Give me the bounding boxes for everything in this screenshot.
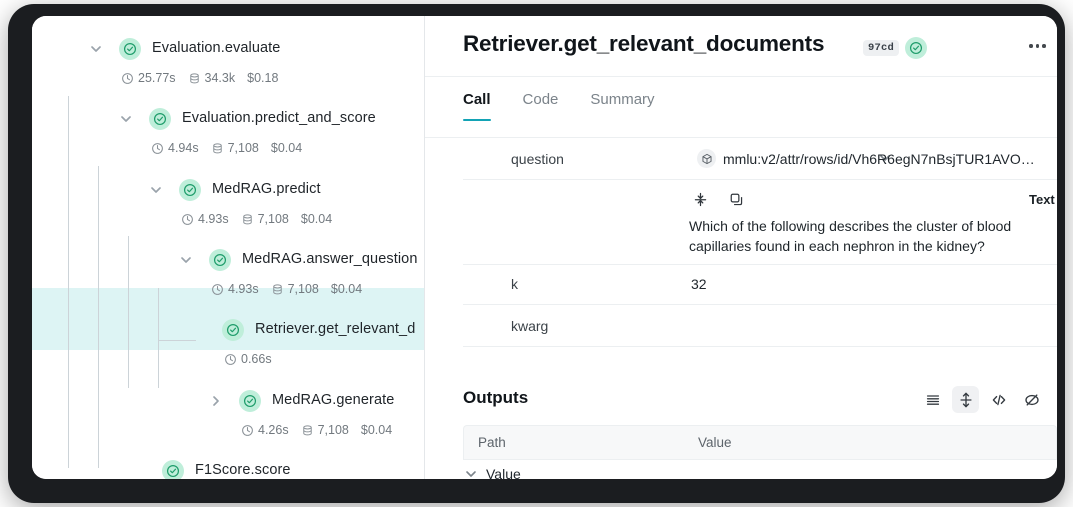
duration-value: 4.93s [198, 212, 229, 226]
hash-badge[interactable]: 97cd [863, 40, 900, 56]
more-options-icon[interactable] [1029, 44, 1046, 48]
tree-node-label: MedRAG.predict [212, 181, 321, 197]
detail-tabs[interactable]: Call Code Summary [463, 91, 655, 121]
trace-tree-panel[interactable]: Evaluation.evaluate 25.77s 34.3k $0.18 E… [32, 16, 424, 479]
input-row-divider [463, 346, 1057, 347]
input-key-kwarg: kwarg [511, 318, 549, 334]
column-header-path: Path [478, 435, 506, 450]
tabs-divider [425, 137, 1057, 138]
tree-node-label: F1Score.score [195, 462, 291, 478]
tree-toggle-medrag-answer-question[interactable] [178, 252, 194, 268]
tab-summary[interactable]: Summary [590, 91, 655, 108]
tree-node-label: Retriever.get_relevant_d [255, 321, 416, 337]
tokens-value: 34.3k [204, 71, 236, 85]
status-success-icon [222, 319, 244, 341]
tree-node-label: Evaluation.predict_and_score [182, 110, 376, 126]
tree-toggle-medrag-generate[interactable] [208, 393, 224, 409]
status-success-icon [209, 249, 231, 271]
outputs-row-path: Value [486, 466, 521, 479]
status-success-icon [119, 38, 141, 60]
tree-node-metrics: 4.26s 7,108 $0.04 [241, 423, 392, 437]
duration-value: 4.93s [228, 282, 259, 296]
tree-node-metrics: 25.77s 34.3k $0.18 [121, 71, 278, 85]
detail-panel: Retriever.get_relevant_documents 97cd Ca… [425, 16, 1057, 479]
tokens-value: 7,108 [317, 423, 349, 437]
input-value-k: 32 [691, 276, 707, 292]
status-success-icon [162, 460, 184, 479]
status-success-icon [179, 179, 201, 201]
input-content-text: Which of the following describes the clu… [689, 218, 1012, 254]
tree-node-metrics: 4.94s 7,108 $0.04 [151, 141, 302, 155]
cost-value: $0.04 [300, 212, 333, 226]
status-success-icon [905, 37, 927, 59]
cube-icon [697, 149, 716, 168]
tree-node-label: MedRAG.generate [272, 392, 395, 408]
tree-guide-line [128, 236, 129, 388]
tree-node-metrics: 4.93s 7,108 $0.04 [211, 282, 362, 296]
code-view-icon[interactable] [985, 386, 1012, 413]
app-card: Evaluation.evaluate 25.77s 34.3k $0.18 E… [32, 16, 1057, 479]
tree-elbow [158, 340, 196, 341]
list-view-icon[interactable] [919, 386, 946, 413]
cost-value: $0.04 [330, 282, 363, 296]
hide-icon[interactable] [1018, 386, 1045, 413]
outputs-row-divider [463, 459, 1057, 460]
tokens-value: 7,108 [287, 282, 319, 296]
cost-value: $0.04 [360, 423, 393, 437]
tree-toggle-evaluation-predict-and-score[interactable] [118, 111, 134, 127]
duration-value: 4.26s [258, 423, 289, 437]
device-frame: Evaluation.evaluate 25.77s 34.3k $0.18 E… [8, 4, 1065, 503]
outputs-table-header: Path Value [463, 425, 1057, 459]
tree-node-metrics: 4.93s 7,108 $0.04 [181, 212, 332, 226]
outputs-view-tools[interactable] [919, 386, 1045, 413]
input-ref-value[interactable]: mmlu:v2/attr/rows/id/Vh6R6egN7nBsjTUR1AV… [697, 149, 1035, 168]
column-header-value: Value [698, 435, 732, 450]
input-key-question: question [511, 151, 564, 167]
input-row-divider [463, 304, 1057, 305]
duration-value: 25.77s [138, 71, 176, 85]
outputs-row-toggle-icon[interactable] [463, 466, 479, 479]
outputs-heading: Outputs [463, 388, 529, 407]
tree-node-label: MedRAG.answer_question [242, 251, 418, 267]
header-divider [425, 76, 1057, 77]
input-row-divider [463, 179, 1057, 180]
tokens-value: 7,108 [257, 212, 289, 226]
tab-call[interactable]: Call [463, 91, 491, 121]
tree-node-label: Evaluation.evaluate [152, 40, 281, 56]
tree-toggle-evaluation-evaluate[interactable] [88, 41, 104, 57]
tree-node-metrics: 0.66s [224, 352, 279, 366]
pane-divider[interactable] [424, 16, 425, 479]
copy-icon[interactable] [725, 188, 747, 210]
outputs-row-value[interactable]: Value [463, 466, 521, 479]
tab-code[interactable]: Code [522, 91, 559, 108]
cost-value: $0.04 [270, 141, 303, 155]
detail-header: Retriever.get_relevant_documents 97cd [425, 16, 1057, 76]
tree-guide-line [68, 96, 69, 468]
compress-vertical-icon[interactable] [689, 188, 711, 210]
content-toolbar[interactable] [689, 188, 747, 210]
page-title: Retriever.get_relevant_documents [463, 31, 825, 56]
expand-vertical-icon[interactable] [952, 386, 979, 413]
duration-value: 4.94s [168, 141, 199, 155]
tree-guide-line [158, 288, 159, 388]
tree-toggle-medrag-predict[interactable] [148, 182, 164, 198]
input-key-k: k [511, 276, 518, 292]
content-type-label: Text [1029, 192, 1055, 207]
input-row-toggle-question[interactable] [877, 150, 893, 166]
tokens-value: 7,108 [227, 141, 259, 155]
cost-value: $0.18 [247, 71, 279, 85]
input-ref-path: mmlu:v2/attr/rows/id/Vh6R6egN7nBsjTUR1AV… [723, 150, 1035, 167]
status-success-icon [239, 390, 261, 412]
input-row-divider [463, 264, 1057, 265]
status-success-icon [149, 108, 171, 130]
duration-value: 0.66s [241, 352, 272, 366]
tree-guide-line [98, 166, 99, 468]
